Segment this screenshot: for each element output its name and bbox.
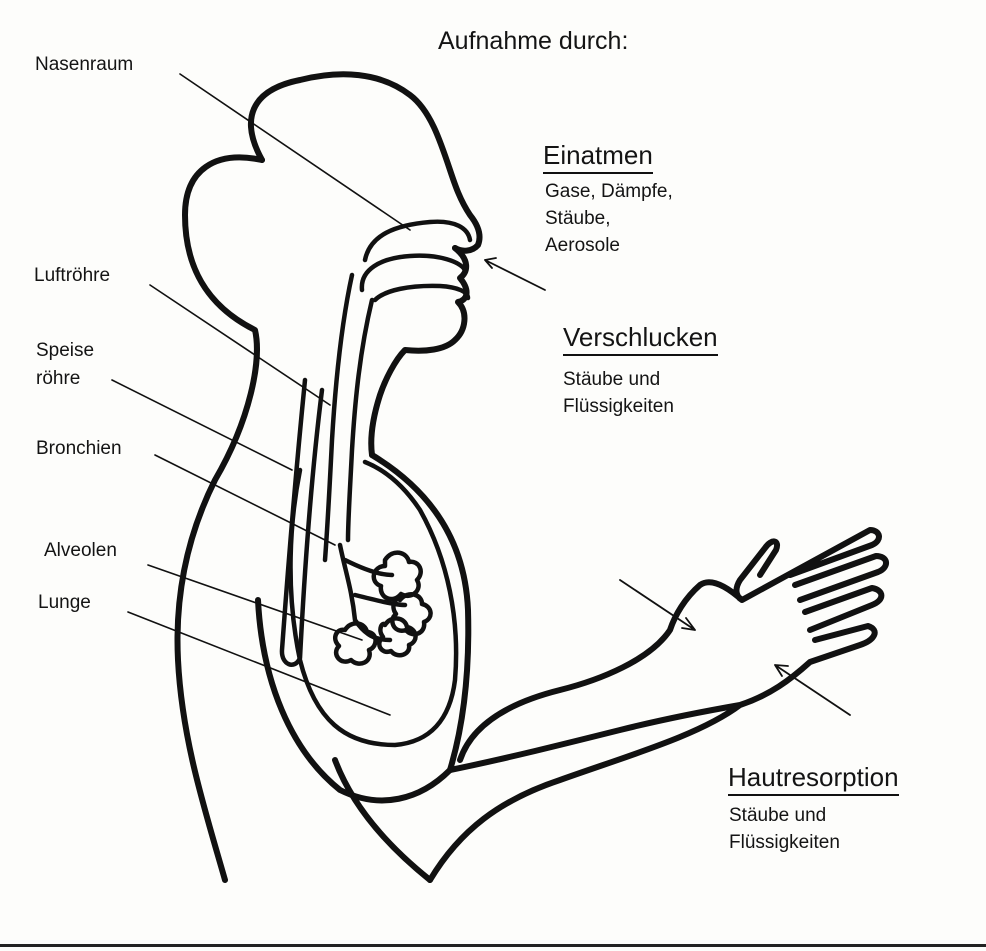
einatmen-line: Aerosole: [545, 232, 673, 259]
body-outline: [251, 74, 480, 880]
bottom-border: [0, 944, 986, 947]
verschlucken-line: Flüssigkeiten: [563, 393, 674, 420]
nasal-cavity: [362, 222, 470, 300]
label-luftroehre: Luftröhre: [34, 265, 110, 287]
label-alveolen: Alveolen: [44, 540, 117, 562]
leader-nasenraum: [180, 74, 410, 230]
leader-speiseroehre: [112, 380, 292, 470]
label-bronchien: Bronchien: [36, 438, 122, 460]
arrow-skin-lower: [775, 665, 850, 715]
heading-verschlucken: Verschlucken: [563, 322, 718, 356]
label-speiseroehre-1: Speise: [36, 340, 94, 362]
head-back-outline: [177, 157, 262, 880]
leader-luftroehre: [150, 285, 330, 405]
hautresorption-description: Stäube und Flüssigkeiten: [729, 802, 840, 856]
label-nasenraum: Nasenraum: [35, 54, 133, 76]
alveoli-clusters: [335, 553, 430, 664]
heading-hautresorption: Hautresorption: [728, 762, 899, 796]
diagram-title: Aufnahme durch:: [438, 26, 628, 56]
hautresorption-line: Flüssigkeiten: [729, 829, 840, 856]
label-speiseroehre-2: röhre: [36, 368, 80, 390]
hautresorption-line: Stäube und: [729, 802, 840, 829]
verschlucken-line: Stäube und: [563, 366, 674, 393]
trachea-outline: [325, 275, 372, 560]
arrow-einatmen: [485, 258, 545, 290]
label-lunge: Lunge: [38, 592, 91, 614]
einatmen-description: Gase, Dämpfe, Stäube, Aerosole: [545, 178, 673, 259]
einatmen-line: Gase, Dämpfe,: [545, 178, 673, 205]
face-outline: [371, 248, 466, 455]
verschlucken-description: Stäube und Flüssigkeiten: [563, 366, 674, 420]
heading-einatmen: Einatmen: [543, 140, 653, 174]
einatmen-line: Stäube,: [545, 205, 673, 232]
leader-bronchien: [155, 455, 335, 545]
